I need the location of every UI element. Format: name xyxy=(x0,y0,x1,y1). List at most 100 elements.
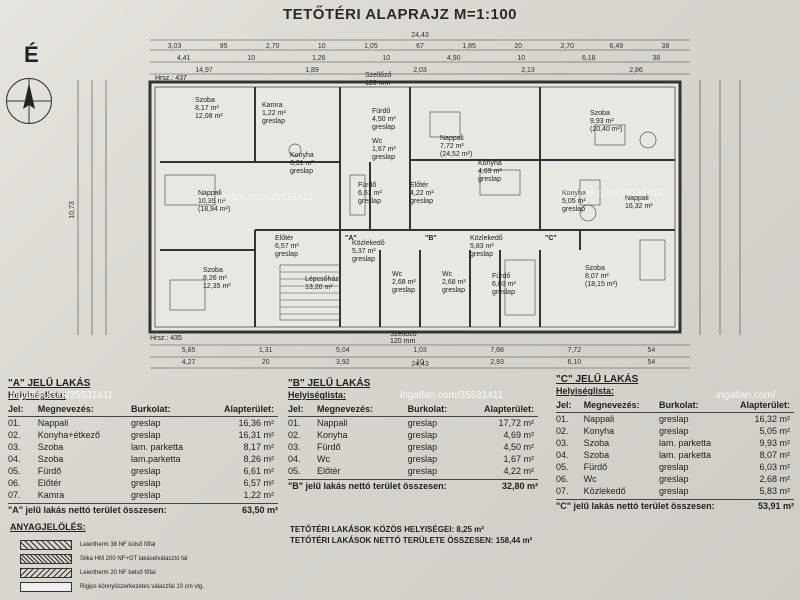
dimension-label: 10 xyxy=(247,55,255,62)
room-area: 2,68 m² xyxy=(392,279,416,286)
room-sub: greslap xyxy=(372,154,395,161)
dimension-label: 7,72 xyxy=(567,347,581,354)
overall-width-top: 24,43 xyxy=(411,32,429,39)
legend-item: Rigips könnyűszerkezetes válaszfal 10 cm… xyxy=(20,582,204,592)
room-area: 10,35 m² xyxy=(198,198,226,205)
dimension-label: 5,04 xyxy=(336,347,350,354)
room-name: Fürdő xyxy=(372,108,390,115)
room-area: 6,03 m² xyxy=(492,281,516,288)
room-sub: greslap xyxy=(352,256,375,263)
dimension-label: 38 xyxy=(662,43,670,50)
room-name: Kamra xyxy=(262,102,283,109)
room-sub: greslap xyxy=(262,118,285,125)
dimension-label: 4,41 xyxy=(177,55,191,62)
room-name: Előtér xyxy=(275,235,294,242)
room-area: 16,32 m² xyxy=(625,203,653,210)
room-sub: (24,52 m²) xyxy=(440,151,472,158)
common-area-summary: TETŐTÉRI LAKÁSOK KÖZÖS HELYISÉGEI: 8,25 … xyxy=(290,525,533,545)
room-name: Szoba xyxy=(590,110,610,117)
room-area: 9,93 m² xyxy=(590,118,614,125)
room-sub: greslap xyxy=(358,198,381,205)
room-name: Wc xyxy=(442,271,453,278)
room-area: 5,05 m² xyxy=(562,198,586,205)
room-area: 4,69 m² xyxy=(478,168,502,175)
dimension-label: 7,68 xyxy=(490,347,504,354)
dimension-label: 3,03 xyxy=(168,43,182,50)
watermark-a: ingatlan.com/35531411 xyxy=(10,390,114,401)
room-sub: 12,35 m² xyxy=(203,283,231,290)
room-name: Nappali xyxy=(625,195,649,202)
schedule-c-subheading: Helyiséglista: xyxy=(556,386,615,396)
street-top-value: 120 mm xyxy=(365,80,390,87)
room-sub: (18,94 m²) xyxy=(198,206,230,213)
room-area: 13,20 m² xyxy=(305,284,333,291)
room-name: Közlekedő xyxy=(470,235,503,242)
room-area: 6,31 m² xyxy=(290,160,314,167)
room-sub: (20,40 m²) xyxy=(590,126,622,133)
schedule-c: "C" JELŰ LAKÁS Helyiséglista: Jel: Megne… xyxy=(556,374,794,511)
dimension-label: 10 xyxy=(382,55,390,62)
legend-item: Leiertherm 20 NF belső főfal xyxy=(20,568,156,578)
schedule-c-heading: "C" JELŰ LAKÁS xyxy=(556,374,639,385)
room-area: 7,72 m² xyxy=(440,143,464,150)
room-area: 5,83 m² xyxy=(470,243,494,250)
col-finish: Burkolat: xyxy=(130,404,215,417)
room-sub: greslap xyxy=(392,287,415,294)
room-name: Wc xyxy=(372,138,383,145)
room-area: 1,67 m² xyxy=(372,146,396,153)
dimension-label: 54 xyxy=(648,347,656,354)
schedule-b-total: "B" jelű lakás nettó terület összesen: 3… xyxy=(288,479,538,491)
room-name: Fürdő xyxy=(492,273,510,280)
room-sub: greslap xyxy=(492,289,515,296)
staircase xyxy=(279,264,341,321)
overall-width-bottom: 24,43 xyxy=(411,361,429,368)
room-sub: greslap xyxy=(470,251,493,258)
col-name: Megnevezés: xyxy=(37,404,131,417)
room-area: 6,57 m² xyxy=(275,243,299,250)
hrsz-top: Hrsz.: 437 xyxy=(155,75,187,82)
room-area: 4,50 m² xyxy=(372,116,396,123)
schedule-b-subheading: Helyiséglista: xyxy=(288,390,347,400)
overall-depth: 10,73 xyxy=(69,201,76,219)
room-area: 8,17 m² xyxy=(195,105,219,112)
room-name: Szoba xyxy=(195,97,215,104)
north-label: É xyxy=(24,42,39,67)
room-sub: greslap xyxy=(275,251,298,258)
bottom-dimension-lines xyxy=(150,344,690,369)
room-name: Lépcsőház xyxy=(305,276,339,283)
room-name: Wc xyxy=(392,271,403,278)
door-label-b: "B" xyxy=(425,235,437,242)
room-area: 6,61 m² xyxy=(358,190,382,197)
room-name: Szoba xyxy=(585,265,605,272)
dimension-label: 20 xyxy=(514,43,522,50)
schedule-c-table: Jel: Megnevezés: Burkolat: Alapterület: … xyxy=(556,400,794,497)
north-arrow-icon xyxy=(6,78,52,124)
dimension-label: 4,90 xyxy=(447,55,461,62)
drawing-title: TETŐTÉRI ALAPRAJZ M=1:100 xyxy=(282,6,518,23)
dimension-label: 3,92 xyxy=(336,359,350,366)
dimension-label: 2,70 xyxy=(266,43,280,50)
dimension-label: 6,10 xyxy=(567,359,581,366)
schedule-a: "A" JELŰ LAKÁS Helyiséglista: Jel: Megne… xyxy=(8,378,278,515)
dimension-label: 2,86 xyxy=(629,67,643,74)
schedule-a-table: Jel: Megnevezés: Burkolat: Alapterület: … xyxy=(8,404,278,501)
schedule-c-total: "C" jelű lakás nettó terület összesen: 5… xyxy=(556,499,794,511)
dimension-label: 1,85 xyxy=(462,43,476,50)
room-name: Előtér xyxy=(410,182,429,189)
side-dimension-lines xyxy=(77,80,741,335)
dimension-label: 6,49 xyxy=(610,43,624,50)
dimension-label: 4,27 xyxy=(182,359,196,366)
